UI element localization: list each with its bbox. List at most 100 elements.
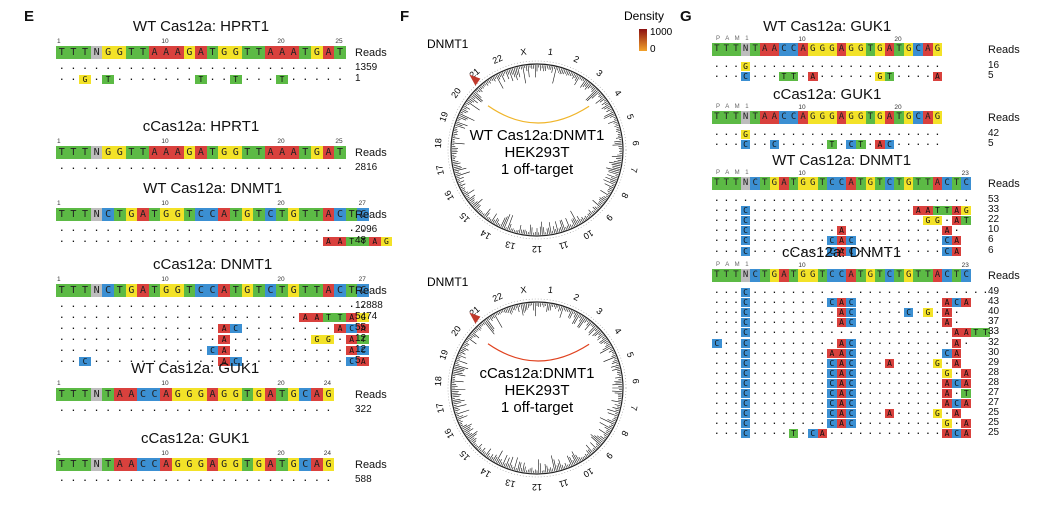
read-row: CCACACA bbox=[712, 378, 972, 388]
match-dot bbox=[172, 335, 184, 344]
match-dot bbox=[875, 419, 885, 428]
mismatch-A: A bbox=[836, 399, 847, 409]
match-dot bbox=[894, 349, 904, 358]
base-A: A bbox=[195, 146, 207, 159]
reads-header: Reads bbox=[988, 270, 1020, 282]
match-dot bbox=[913, 419, 923, 428]
mismatch-T: T bbox=[345, 237, 358, 246]
match-dot bbox=[242, 75, 254, 84]
match-dot bbox=[856, 429, 866, 438]
match-dot bbox=[253, 324, 265, 333]
match-dot bbox=[184, 335, 196, 344]
match-dot bbox=[933, 419, 943, 428]
base-G: G bbox=[769, 177, 780, 190]
match-dot bbox=[207, 313, 219, 322]
match-dot bbox=[770, 419, 780, 428]
base-A: A bbox=[836, 111, 847, 124]
match-dot bbox=[760, 140, 770, 149]
base-T: T bbox=[56, 46, 68, 59]
base-A: A bbox=[836, 43, 847, 56]
match-dot bbox=[91, 346, 103, 355]
match-dot bbox=[885, 419, 895, 428]
match-dot bbox=[114, 335, 126, 344]
read-count: 5474 bbox=[355, 311, 378, 322]
chromosome-label: X bbox=[520, 285, 527, 296]
match-dot bbox=[866, 399, 876, 408]
match-dot bbox=[722, 419, 732, 428]
match-dot bbox=[288, 476, 300, 485]
match-dot bbox=[731, 419, 741, 428]
match-dot bbox=[952, 308, 962, 317]
base-C: C bbox=[206, 208, 219, 221]
chromosome-label: 2 bbox=[572, 54, 581, 65]
match-dot bbox=[91, 237, 103, 246]
match-dot bbox=[818, 379, 828, 388]
match-dot bbox=[808, 379, 818, 388]
mismatch-T: T bbox=[980, 328, 991, 338]
match-dot bbox=[91, 406, 103, 415]
base-G: G bbox=[817, 111, 828, 124]
match-dot bbox=[172, 346, 184, 355]
match-dot bbox=[79, 313, 91, 322]
match-dot bbox=[276, 302, 288, 311]
block-title: cCas12a: HPRT1 bbox=[142, 118, 260, 135]
match-dot bbox=[875, 130, 885, 139]
base-G: G bbox=[865, 177, 876, 190]
match-dot bbox=[160, 406, 172, 415]
read-count: 1 bbox=[355, 73, 361, 84]
mismatch-C: C bbox=[740, 409, 751, 419]
base-C: C bbox=[961, 269, 972, 282]
match-dot bbox=[885, 226, 895, 235]
match-dot bbox=[731, 288, 741, 297]
match-dot bbox=[894, 206, 904, 215]
match-dot bbox=[750, 379, 760, 388]
read-count: 28 bbox=[988, 376, 1000, 388]
read-row: CAATT bbox=[712, 328, 991, 338]
match-dot bbox=[195, 226, 207, 235]
match-dot bbox=[731, 216, 741, 225]
base-N: N bbox=[740, 111, 751, 124]
reads-header: Reads bbox=[355, 209, 387, 221]
mismatch-A: A bbox=[951, 246, 962, 256]
match-dot bbox=[137, 346, 149, 355]
match-dot bbox=[933, 288, 943, 297]
match-dot bbox=[779, 429, 789, 438]
mismatch-C: C bbox=[740, 298, 751, 308]
match-dot bbox=[808, 308, 818, 317]
match-dot bbox=[904, 196, 914, 205]
base-A: A bbox=[322, 208, 335, 221]
chromosome-label: 6 bbox=[631, 378, 641, 384]
mismatch-A: A bbox=[951, 328, 962, 338]
mismatch-C: C bbox=[740, 328, 751, 338]
base-T: T bbox=[125, 146, 138, 159]
match-dot bbox=[207, 406, 219, 415]
base-T: T bbox=[311, 208, 323, 221]
match-dot bbox=[207, 324, 219, 333]
off-target-arc bbox=[487, 343, 590, 362]
match-dot bbox=[722, 72, 732, 81]
match-dot bbox=[79, 346, 91, 355]
match-dot bbox=[276, 346, 288, 355]
read-row: CACCA bbox=[56, 357, 370, 366]
mismatch-C: C bbox=[712, 338, 722, 348]
mismatch-C: C bbox=[951, 378, 962, 388]
match-dot bbox=[875, 308, 885, 317]
match-dot bbox=[894, 62, 904, 71]
match-dot bbox=[722, 349, 732, 358]
match-dot bbox=[114, 226, 126, 235]
match-dot bbox=[91, 164, 103, 173]
match-dot bbox=[885, 318, 895, 327]
mismatch-C: C bbox=[740, 206, 751, 216]
match-dot bbox=[218, 313, 230, 322]
chromosome-label: X bbox=[520, 47, 527, 58]
mismatch-A: A bbox=[322, 237, 335, 246]
match-dot bbox=[894, 399, 904, 408]
match-dot bbox=[712, 379, 722, 388]
match-dot bbox=[875, 318, 885, 327]
match-dot bbox=[253, 226, 265, 235]
match-dot bbox=[818, 226, 828, 235]
match-dot bbox=[798, 399, 808, 408]
match-dot bbox=[722, 216, 732, 225]
